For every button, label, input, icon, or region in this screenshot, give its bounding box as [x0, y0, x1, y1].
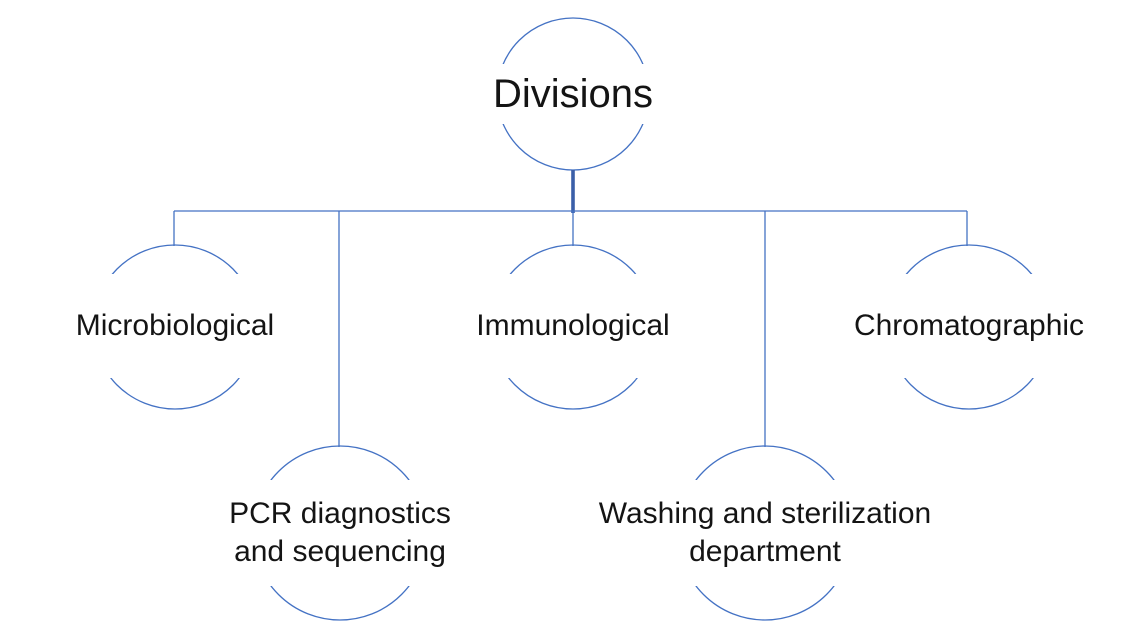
- node-label-microbiological: Microbiological: [55, 274, 295, 378]
- node-label-text: Microbiological: [75, 309, 275, 342]
- node-label-immunological: Immunological: [458, 274, 688, 378]
- node-label-text: department: [689, 535, 841, 568]
- node-label-text: Chromatographic: [853, 309, 1085, 342]
- node-label-text: Immunological: [476, 309, 670, 342]
- node-label-text: PCR diagnostics: [229, 497, 451, 530]
- node-label-text: and sequencing: [234, 535, 446, 568]
- node-label-pcr-diagnostics: PCR diagnostics and sequencing: [215, 480, 465, 586]
- node-label-chromatographic: Chromatographic: [839, 274, 1099, 378]
- node-label-washing-sterilization: Washing and sterilization department: [590, 480, 940, 586]
- node-label-text: Washing and sterilization: [598, 497, 932, 530]
- node-label-divisions: Divisions: [463, 64, 683, 124]
- node-label-text: Divisions: [492, 72, 654, 116]
